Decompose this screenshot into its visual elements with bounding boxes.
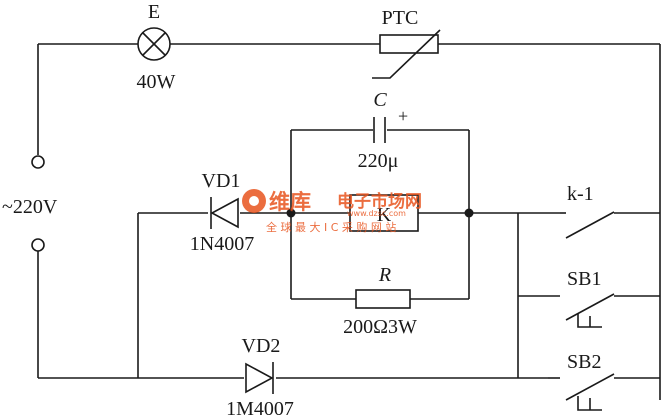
vd1-name-label: VD1 bbox=[202, 170, 241, 192]
relay-coil-icon bbox=[349, 194, 419, 232]
watermark: 维库 电子市场网 www.dzsc.com 全 球 最 大 I C 采 购 网 … bbox=[242, 189, 422, 234]
source-terminal-bottom bbox=[31, 238, 45, 252]
sb1-pushbutton-icon bbox=[518, 293, 660, 328]
source-label: ~220V bbox=[2, 196, 58, 218]
resistor-wires bbox=[290, 213, 470, 300]
watermark-logo-icon bbox=[242, 189, 266, 213]
lamp-name-label: E bbox=[148, 1, 160, 23]
capacitor-icon bbox=[373, 117, 386, 143]
lamp-power-label: 40W bbox=[137, 71, 176, 93]
vd1-part-label: 1N4007 bbox=[190, 233, 254, 255]
resistor-name-label: R bbox=[378, 264, 391, 286]
ptc-thermistor-icon bbox=[372, 29, 441, 79]
watermark-title: 维库 bbox=[269, 190, 311, 214]
watermark-tagline: 全 球 最 大 I C 采 购 网 站 bbox=[266, 220, 396, 234]
bottom-wires bbox=[38, 213, 548, 379]
k1-label: k-1 bbox=[567, 183, 594, 205]
source-terminal-top bbox=[31, 155, 45, 169]
resistor-icon bbox=[355, 289, 411, 309]
watermark-subtitle: 电子市场网 bbox=[337, 191, 422, 212]
vd2-name-label: VD2 bbox=[242, 335, 281, 357]
relay-label: K bbox=[377, 204, 392, 226]
sb2-pushbutton-icon bbox=[548, 373, 660, 411]
vd2-part-label: 1M4007 bbox=[226, 398, 294, 419]
sb1-label: SB1 bbox=[567, 268, 601, 290]
vd1-diode-icon bbox=[210, 197, 239, 229]
capacitor-wires bbox=[290, 129, 470, 213]
watermark-url: www.dzsc.com bbox=[347, 209, 406, 218]
top-wires bbox=[37, 43, 661, 155]
k1-relay-contact-icon bbox=[560, 150, 661, 400]
capacitor-name-label: C bbox=[373, 89, 387, 111]
resistor-value-label: 200Ω3W bbox=[343, 316, 417, 338]
capacitor-plus-label: + bbox=[398, 106, 408, 126]
capacitor-value-label: 220μ bbox=[358, 150, 399, 172]
ptc-label: PTC bbox=[382, 7, 419, 29]
vd2-diode-icon bbox=[245, 362, 274, 394]
lamp-icon bbox=[137, 27, 171, 61]
sb2-label: SB2 bbox=[567, 351, 601, 373]
